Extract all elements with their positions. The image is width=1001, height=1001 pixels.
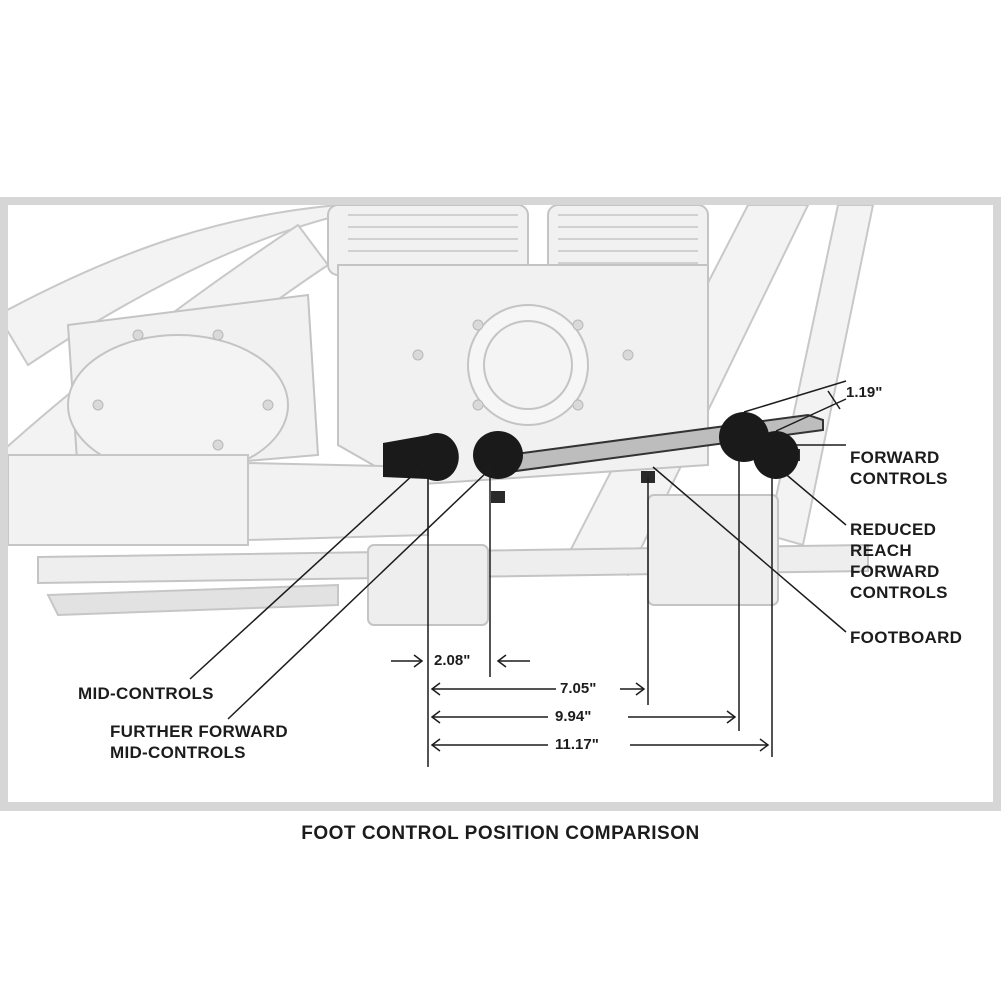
dimension-11-17: 11.17" — [553, 736, 601, 754]
figure-caption: FOOT CONTROL POSITION COMPARISON — [301, 823, 700, 844]
dimension-9-94: 9.94" — [553, 708, 594, 726]
label-footboard: FOOTBOARD — [850, 628, 963, 647]
label-further-forward-mid-controls: FURTHER FORWARD MID-CONTROLS — [110, 722, 288, 762]
engine-bolts — [92, 319, 634, 451]
exhaust-pipe — [8, 454, 429, 617]
dimension-7-05: 7.05" — [558, 680, 599, 698]
reduced-reach-forward-controls-peg — [753, 431, 799, 479]
label-forward-controls: FORWARD CONTROLS — [850, 448, 948, 488]
dimension-lines — [391, 660, 768, 746]
arrowheads — [413, 654, 770, 752]
diagram-panel: MID-CONTROLS FURTHER FORWARD MID-CONTROL… — [8, 205, 993, 802]
label-mid-controls: MID-CONTROLS — [78, 684, 214, 703]
pegs — [383, 412, 799, 482]
leader-lines — [189, 380, 847, 720]
diagram-frame: MID-CONTROLS FURTHER FORWARD MID-CONTROL… — [0, 197, 1001, 811]
label-reduced-reach-forward-controls: REDUCED REACH FORWARD CONTROLS — [850, 520, 948, 602]
further-forward-mid-controls-peg — [473, 431, 523, 479]
engine-fins — [348, 214, 698, 264]
mid-controls-peg — [383, 433, 459, 482]
reference-verticals — [427, 457, 773, 767]
motorcycle-illustration — [8, 205, 875, 767]
dimension-2-08: 2.08" — [432, 652, 473, 670]
dimension-1-19: 1.19" — [846, 384, 883, 401]
